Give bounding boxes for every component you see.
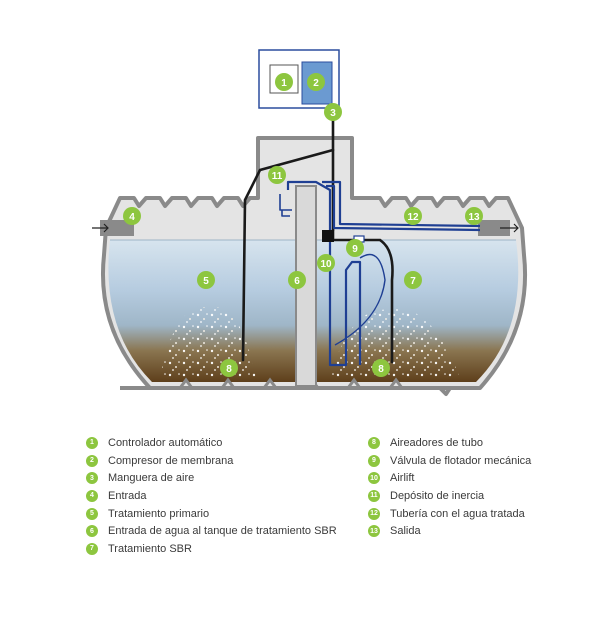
- control-box: [258, 49, 340, 109]
- badge-10: 10: [317, 254, 335, 272]
- legend-item: 2 Compresor de membrana: [86, 452, 356, 470]
- legend-badge: 1: [86, 436, 98, 449]
- legend-item: 8 Aireadores de tubo: [368, 434, 583, 452]
- badge-11: 11: [268, 166, 286, 184]
- legend-label: Compresor de membrana: [108, 454, 234, 467]
- legend-label: Entrada de agua al tanque de tratamiento…: [108, 525, 337, 538]
- legend-label: Depósito de inercia: [390, 489, 485, 502]
- svg-text:10: 10: [320, 259, 332, 270]
- legend-badge: 4: [86, 489, 98, 502]
- inlet-pipe: [92, 220, 134, 236]
- legend-label: Airlift: [390, 472, 415, 485]
- svg-text:7: 7: [410, 276, 416, 287]
- legend-item: 11 Depósito de inercia: [368, 487, 583, 505]
- legend-badge: 5: [86, 507, 98, 520]
- legend-badge: 6: [86, 525, 98, 538]
- legend-right-column: 8 Aireadores de tubo 9 Válvula de flotador…: [368, 434, 583, 540]
- legend-item: 10 Airlift: [368, 469, 583, 487]
- badge-4: 4: [123, 207, 141, 225]
- legend-badge: 10: [368, 472, 380, 485]
- legend-label: Tubería con el agua tratada: [390, 507, 525, 520]
- airlift-box: [322, 230, 334, 242]
- legend-item: 1 Controlador automático: [86, 434, 356, 452]
- legend-badge: 11: [368, 489, 380, 502]
- svg-text:4: 4: [129, 212, 135, 223]
- bubbles-sbr: [330, 308, 460, 378]
- outlet-pipe: [478, 220, 519, 236]
- legend-label: Controlador automático: [108, 436, 223, 449]
- legend-label: Tratamiento primario: [108, 507, 210, 520]
- tank: [101, 136, 528, 396]
- legend-item: 3 Manguera de aire: [86, 469, 356, 487]
- legend-item: 7 Tratamiento SBR: [86, 540, 356, 558]
- legend-badge: 9: [368, 454, 380, 467]
- svg-text:2: 2: [313, 78, 319, 89]
- badge-13: 13: [465, 207, 483, 225]
- legend-label: Salida: [390, 525, 421, 538]
- badge-8a: 8: [220, 359, 238, 377]
- legend-left-column: 1 Controlador automático 2 Compresor de me…: [86, 434, 356, 558]
- badge-5: 5: [197, 271, 215, 289]
- legend-item: 12 Tubería con el agua tratada: [368, 505, 583, 523]
- legend-badge: 7: [86, 542, 98, 555]
- legend-item: 6 Entrada de agua al tanque de tratamient…: [86, 522, 356, 540]
- badge-6: 6: [288, 271, 306, 289]
- legend-badge: 12: [368, 507, 380, 520]
- badge-8b: 8: [372, 359, 390, 377]
- legend-label: Manguera de aire: [108, 472, 195, 485]
- svg-text:9: 9: [352, 244, 358, 255]
- legend-item: 4 Entrada: [86, 487, 356, 505]
- legend-item: 9 Válvula de flotador mecánica: [368, 452, 583, 470]
- badge-9: 9: [346, 239, 364, 257]
- badge-3: 3: [324, 103, 342, 121]
- svg-text:5: 5: [203, 276, 209, 287]
- legend-badge: 3: [86, 472, 98, 485]
- diagram-badges: 1 2 3 4 5 6 7 8 8 9 10 11 12 13: [123, 73, 483, 377]
- svg-text:8: 8: [378, 364, 384, 375]
- legend-item: 13 Salida: [368, 522, 583, 540]
- legend-label: Aireadores de tubo: [390, 436, 483, 449]
- legend-item: 5 Tratamiento primario: [86, 505, 356, 523]
- legend-badge: 2: [86, 454, 98, 467]
- legend-label: Válvula de flotador mecánica: [390, 454, 532, 467]
- svg-text:13: 13: [468, 212, 480, 223]
- svg-text:12: 12: [407, 212, 419, 223]
- legend-label: Tratamiento SBR: [108, 542, 192, 555]
- svg-text:1: 1: [281, 78, 287, 89]
- badge-7: 7: [404, 271, 422, 289]
- legend-badge: 13: [368, 525, 380, 538]
- legend-label: Entrada: [108, 489, 147, 502]
- svg-text:8: 8: [226, 364, 232, 375]
- badge-1: 1: [275, 73, 293, 91]
- legend-badge: 8: [368, 436, 380, 449]
- svg-text:3: 3: [330, 108, 336, 119]
- treated-water-pipes: [279, 180, 481, 367]
- svg-text:11: 11: [272, 171, 283, 182]
- svg-text:6: 6: [294, 276, 300, 287]
- badge-2: 2: [307, 73, 325, 91]
- badge-12: 12: [404, 207, 422, 225]
- wastewater-treatment-diagram: 1 2 3 4 5 6 7 8 8 9 10 11 12 13: [92, 49, 528, 396]
